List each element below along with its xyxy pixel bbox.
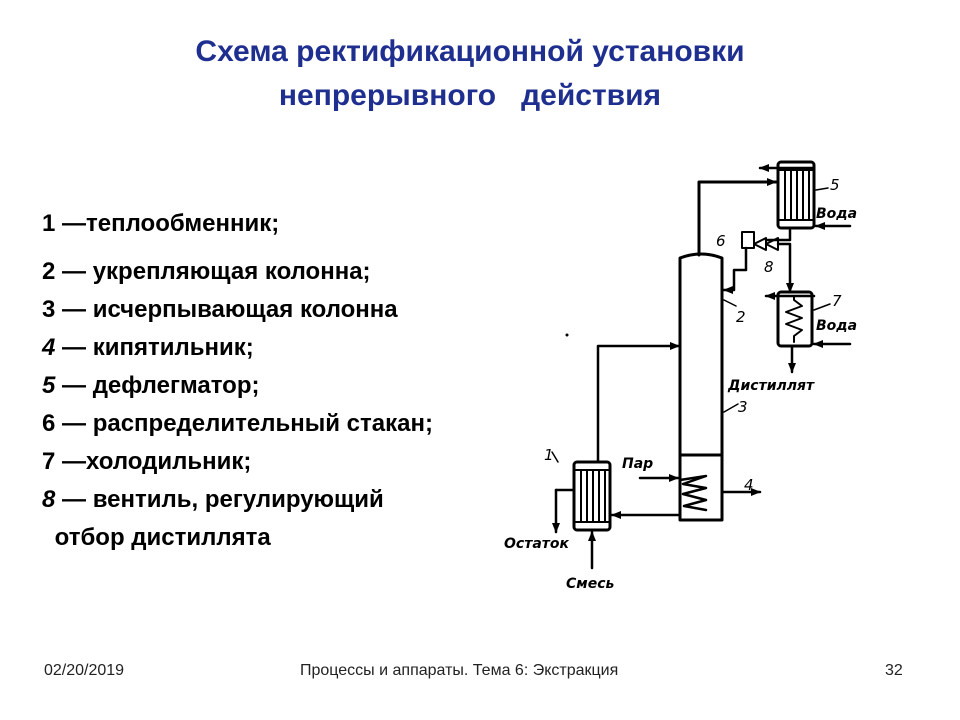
num-8: 8	[764, 258, 774, 276]
legend-item-6: 6 — распределительный стакан;	[42, 410, 433, 438]
cooler-7	[776, 290, 814, 348]
legend-text: — кипятильник;	[55, 334, 254, 361]
valve-8	[753, 237, 779, 251]
heat-exchanger-1	[572, 460, 612, 532]
legend-num: 3	[42, 296, 56, 323]
label-water-top: Вода	[816, 206, 857, 222]
legend-item-5: 5 — дефлегматор;	[42, 372, 260, 400]
num-3: 3	[738, 398, 748, 416]
label-steam: Пар	[622, 456, 653, 472]
footer-date: 02/20/2019	[44, 662, 125, 679]
label-mixture: Смесь	[566, 576, 615, 592]
legend-text: — распределительный стакан;	[55, 410, 433, 437]
legend-item-1: 1 —теплообменник;	[42, 210, 279, 238]
distributor-cup-6	[741, 231, 755, 249]
num-4: 4	[744, 476, 754, 494]
legend-num: 6	[42, 410, 56, 437]
label-distillate: Дистиллят	[727, 378, 815, 394]
column-body	[678, 252, 724, 522]
footer-page-number: 32	[885, 662, 903, 679]
legend-num: 1	[42, 210, 56, 237]
num-5: 5	[830, 176, 840, 194]
reflux-line	[722, 246, 748, 294]
legend-text: — вентиль, регулирующий	[55, 486, 384, 513]
vapor-line	[697, 178, 778, 257]
footer-topic: Процессы и аппараты. Тема 6: Экстракция	[300, 662, 619, 679]
legend-num: 8	[42, 486, 56, 513]
legend-num: 5	[42, 372, 56, 399]
feed-line	[596, 342, 681, 464]
legend-text: — укрепляющая колонна;	[55, 258, 371, 285]
legend-item-8-cont: отбор дистиллята	[48, 524, 271, 552]
stray-dot	[565, 333, 569, 337]
label-water-right: Вода	[816, 318, 857, 334]
legend-text: — исчерпывающая колонна	[55, 296, 398, 323]
legend-text: отбор дистиллята	[48, 524, 271, 551]
num-7: 7	[832, 292, 842, 310]
legend-item-7: 7 —холодильник;	[42, 448, 251, 476]
legend-item-8: 8 — вентиль, регулирующий	[42, 486, 384, 514]
title-line-1: Схема ректификационной установки	[195, 35, 745, 68]
legend-item-2: 2 — укрепляющая колонна;	[42, 258, 371, 286]
cooler-coil	[785, 295, 803, 343]
slide-title: Схема ректификационной установки непреры…	[0, 30, 940, 118]
reboiler-coil	[678, 474, 708, 512]
legend-num: 7	[42, 448, 56, 475]
legend-text: —холодильник;	[55, 448, 252, 475]
num-2: 2	[736, 308, 746, 326]
title-line-2: непрерывного действия	[278, 79, 662, 112]
label-residue: Остаток	[504, 536, 569, 552]
legend-text: —теплообменник;	[55, 210, 280, 237]
legend-num: 2	[42, 258, 56, 285]
legend-text: — дефлегматор;	[55, 372, 260, 399]
legend-item-3: 3 — исчерпывающая колонна	[42, 296, 398, 324]
legend-item-4: 4 — кипятильник;	[42, 334, 254, 362]
num-6: 6	[716, 232, 726, 250]
num-1: 1	[544, 446, 554, 464]
legend-num: 4	[42, 334, 56, 361]
dephlegmator-5	[776, 160, 816, 230]
